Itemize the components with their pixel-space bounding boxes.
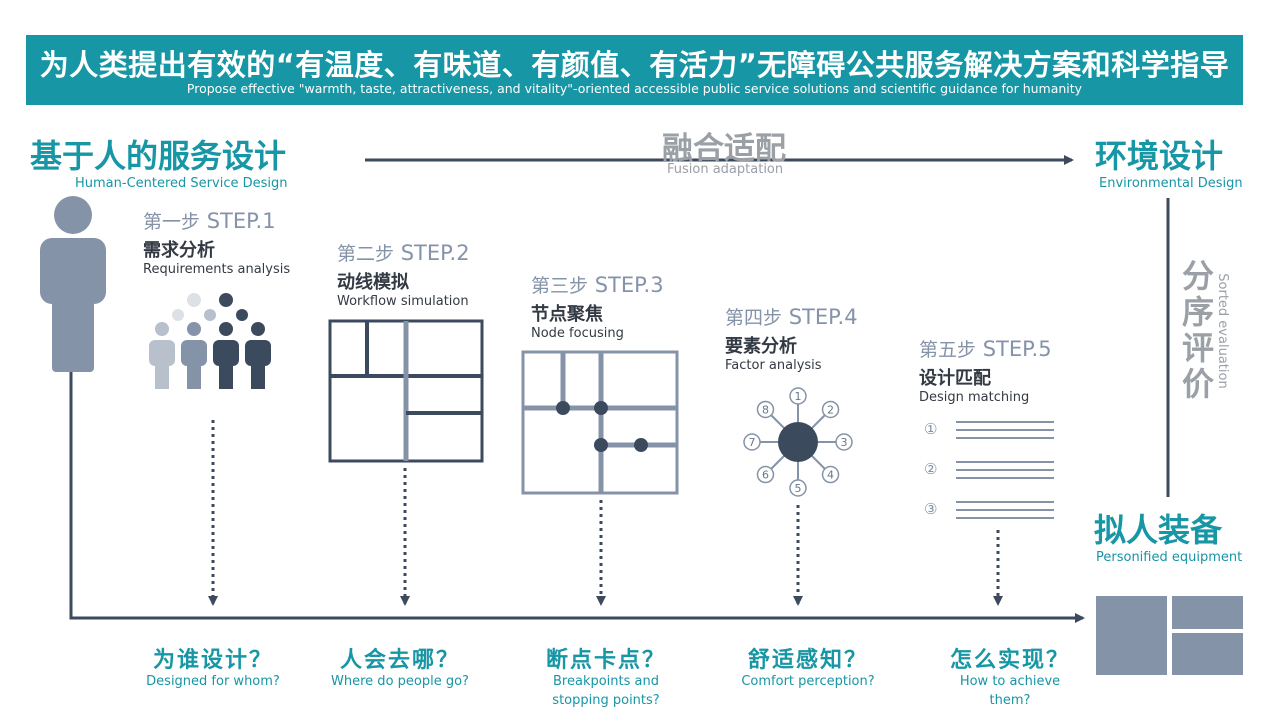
step-5-title: 设计匹配 xyxy=(919,368,991,389)
question-3: 断点卡点？ xyxy=(545,648,666,673)
step-1-en: Requirements analysis xyxy=(143,262,291,277)
step-4-number: 第四步 STEP.4 xyxy=(725,305,858,329)
factor-node-label: 2 xyxy=(827,403,834,416)
banner-subtitle: Propose effective "warmth, taste, attrac… xyxy=(186,81,1083,96)
step-3-en: Node focusing xyxy=(531,326,624,341)
question-1-en: Designed for whom? xyxy=(146,674,280,689)
factor-node-label: 4 xyxy=(827,469,834,482)
banner-title: 为人类提出有效的“有温度、有味道、有颜值、有活力”无障碍公共服务解决方案和科学指… xyxy=(39,48,1230,82)
step-2-title: 动线模拟 xyxy=(337,272,409,293)
factor-node xyxy=(789,479,807,497)
factor-hub-icon: 1 2 3 4 5 6 7 8 xyxy=(743,387,853,497)
factor-node xyxy=(821,400,840,419)
equipment-heading-en: Personified equipment xyxy=(1096,550,1243,565)
left-heading: 基于人的服务设计 xyxy=(30,137,287,175)
question-4-en: Comfort perception? xyxy=(741,674,875,689)
question-1: 为谁设计？ xyxy=(152,648,273,673)
left-heading-en: Human-Centered Service Design xyxy=(75,176,288,191)
right-heading-en: Environmental Design xyxy=(1099,176,1243,191)
factor-node-label: 8 xyxy=(762,403,769,416)
question-4: 舒适感知？ xyxy=(747,648,868,673)
step-3-number: 第三步 STEP.3 xyxy=(531,273,664,297)
node-grid-icon xyxy=(521,350,679,495)
workflow-grid-icon xyxy=(328,319,484,463)
factor-node-label: 3 xyxy=(841,436,848,449)
equipment-icon xyxy=(1096,596,1243,675)
header-banner: 为人类提出有效的“有温度、有味道、有颜值、有活力”无障碍公共服务解决方案和科学指… xyxy=(26,35,1243,105)
factor-hub-center xyxy=(778,422,818,462)
fusion-label: 融合适配 xyxy=(662,131,786,167)
right-heading: 环境设计 xyxy=(1095,137,1224,175)
sorted-label: 分序评价 xyxy=(1181,257,1214,403)
sorted-label-en: Sorted evaluation xyxy=(1215,273,1230,389)
step-2-number: 第二步 STEP.2 xyxy=(337,241,470,265)
question-3-en: Breakpoints and stopping points? xyxy=(552,674,660,708)
factor-node xyxy=(835,433,853,451)
crowd-icon xyxy=(149,293,271,389)
dotted-arrows xyxy=(208,420,1003,606)
step-1-title: 需求分析 xyxy=(143,240,215,261)
step-3-title: 节点聚焦 xyxy=(531,304,603,325)
factor-node xyxy=(756,465,775,484)
factor-node-label: 7 xyxy=(749,436,756,449)
factor-node xyxy=(789,387,807,405)
step-4-en: Factor analysis xyxy=(725,358,822,373)
step-1-number: 第一步 STEP.1 xyxy=(143,209,276,233)
matching-lines xyxy=(956,421,1054,519)
factor-node xyxy=(743,433,761,451)
baseline-arrow xyxy=(69,370,1085,623)
step-4-title: 要素分析 xyxy=(725,336,797,357)
factor-node-label: 5 xyxy=(795,482,802,495)
fusion-label-en: Fusion adaptation xyxy=(667,162,784,177)
question-2: 人会去哪？ xyxy=(339,648,460,673)
question-2-en: Where do people go? xyxy=(331,674,469,689)
match-label-1: ① xyxy=(924,420,938,438)
factor-node xyxy=(756,400,775,419)
factor-node-label: 1 xyxy=(795,390,802,403)
question-5-en: How to achieve them? xyxy=(959,674,1061,708)
factor-node-label: 6 xyxy=(762,469,769,482)
match-label-2: ② xyxy=(924,460,938,478)
step-2-en: Workflow simulation xyxy=(337,294,469,309)
factor-node xyxy=(821,465,840,484)
question-5: 怎么实现？ xyxy=(949,648,1070,673)
match-label-3: ③ xyxy=(924,500,938,518)
step-5-en: Design matching xyxy=(919,390,1030,405)
step-5-number: 第五步 STEP.5 xyxy=(919,337,1052,361)
person-icon xyxy=(40,196,106,372)
equipment-heading: 拟人装备 xyxy=(1094,511,1223,549)
